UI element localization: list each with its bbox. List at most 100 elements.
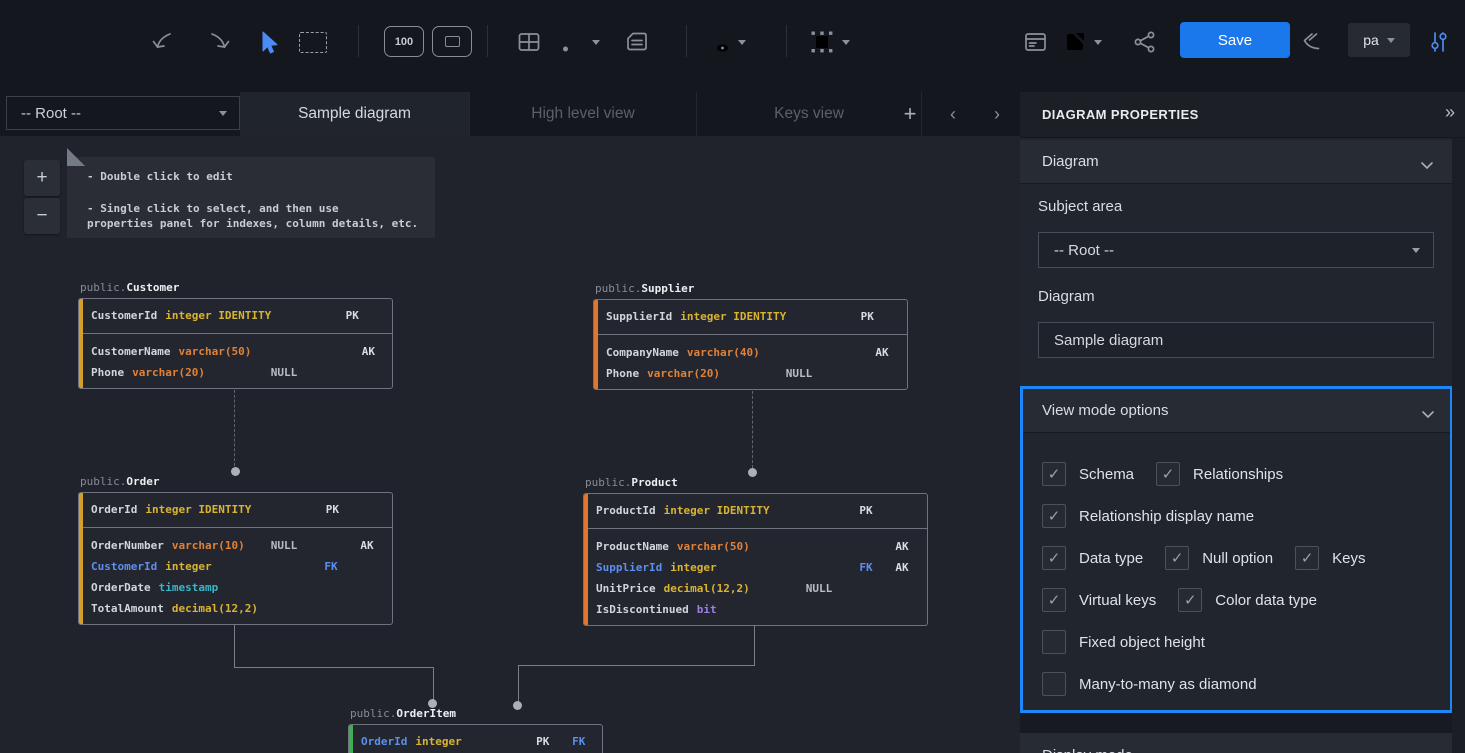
checkbox-box[interactable]: ✓ [1165,546,1190,570]
relationship-line-product-orderitem[interactable] [518,665,519,702]
checkbox-box[interactable]: ✓ [1042,546,1066,570]
add-table-button[interactable] [512,27,546,57]
chevron-down-icon [1094,39,1102,45]
relationship-line-order-orderitem[interactable] [234,619,235,667]
section-header-display-mode[interactable]: Display mode [1020,733,1452,753]
checkbox-relationship-display-name[interactable]: ✓Relationship display name [1042,504,1254,528]
zoom-level-button[interactable]: 100 [384,26,424,57]
diagram-canvas[interactable]: + − - Double click to edit - Single clic… [0,136,1020,753]
collapse-panel-icon[interactable]: » [1444,102,1455,122]
settings-sliders-button[interactable] [1422,27,1456,57]
user-menu-button[interactable]: pa [1348,23,1410,57]
undo-button[interactable] [146,27,180,57]
diagram-name-input[interactable] [1038,322,1434,358]
relationship-line-product-orderitem[interactable] [518,665,755,666]
checkbox-color-data-type[interactable]: ✓ Color data type [1178,588,1317,612]
checkbox-data-type[interactable]: ✓ Data type [1042,546,1143,570]
section-header-view-mode-options[interactable]: View mode options [1023,389,1450,433]
checkbox-box[interactable]: ✓ [1178,588,1203,612]
checkbox-label: Data type [1079,549,1144,567]
section-header-diagram[interactable]: Diagram [1020,140,1452,184]
relationship-line-product-orderitem[interactable] [754,620,755,665]
add-tab-button[interactable]: + [895,92,925,136]
subject-area-dropdown[interactable]: -- Root -- [6,96,240,130]
checkbox-virtual-keys[interactable]: ✓Virtual keys [1042,588,1156,612]
checkbox-schema[interactable]: ✓Schema [1042,462,1134,486]
relationship-line-order-orderitem[interactable] [234,667,434,668]
checkbox-box[interactable]: ✓ [1295,546,1320,570]
column-name: OrderId [91,503,138,516]
checkbox-fixed-object-height[interactable]: Fixed object height [1042,630,1205,654]
checkbox-label: Color data type [1215,591,1317,609]
checkbox-box[interactable]: ✓ [1156,462,1181,486]
column-name: CustomerId [91,560,158,573]
relationship-line-order-orderitem[interactable] [433,667,434,700]
checkbox-box[interactable] [1042,672,1066,696]
checkbox-box[interactable]: ✓ [1042,588,1066,612]
align-objects-button[interactable] [808,27,850,57]
marquee-select-button[interactable] [296,27,330,57]
view-mode-button[interactable] [704,27,746,57]
tab-label: High level view [531,105,635,122]
checkbox-box[interactable]: ✓ [1042,504,1066,528]
key-badge: AK [361,345,375,358]
checkbox-relationships[interactable]: ✓Relationships [1156,462,1283,486]
share-button[interactable] [1128,27,1162,57]
next-tab-button[interactable]: › [982,92,1012,136]
prev-tab-button[interactable]: ‹ [938,92,968,136]
column-name: SupplierId [606,310,673,323]
fit-view-button[interactable] [432,26,472,57]
export-button[interactable] [1062,27,1102,57]
relationship-line-supplier-product[interactable] [752,386,753,468]
zoom-out-button[interactable]: − [24,198,60,234]
panel-scrollbar-track[interactable] [1452,138,1465,753]
zoom-in-button[interactable]: + [24,160,60,196]
add-relationship-button[interactable] [560,27,600,57]
tab-bar: -- Root -- Sample diagram High level vie… [0,92,1020,136]
relationship-line-customer-order[interactable] [234,385,235,466]
undo-icon [152,33,171,48]
checkbox-null-option[interactable]: ✓Null option [1165,546,1273,570]
revert-button[interactable] [1296,27,1330,57]
note-object[interactable]: - Double click to edit - Single click to… [67,157,435,238]
checkbox-box[interactable] [1042,630,1066,654]
add-note-button[interactable] [620,27,654,57]
select-cursor-button[interactable] [250,27,284,57]
panel-divider [1020,713,1465,733]
panel-toggle-button[interactable] [1018,27,1052,57]
tab-sample-diagram[interactable]: Sample diagram [240,92,470,136]
entity-name: Customer [126,281,180,294]
redo-button[interactable] [202,27,236,57]
tab-high-level-view[interactable]: High level view [470,92,697,136]
checkbox-box[interactable]: ✓ [1042,462,1066,486]
checkbox-keys[interactable]: ✓Keys [1295,546,1365,570]
save-button[interactable]: Save [1180,22,1290,58]
column-type: integer [165,560,212,573]
subject-area-select[interactable]: -- Root -- [1038,232,1434,268]
tab-keys-view[interactable]: Keys view [697,92,922,136]
column-name: CustomerId [91,309,158,322]
checkbox-many-to-many-as-diamond[interactable]: Many-to-many as diamond [1042,672,1257,696]
